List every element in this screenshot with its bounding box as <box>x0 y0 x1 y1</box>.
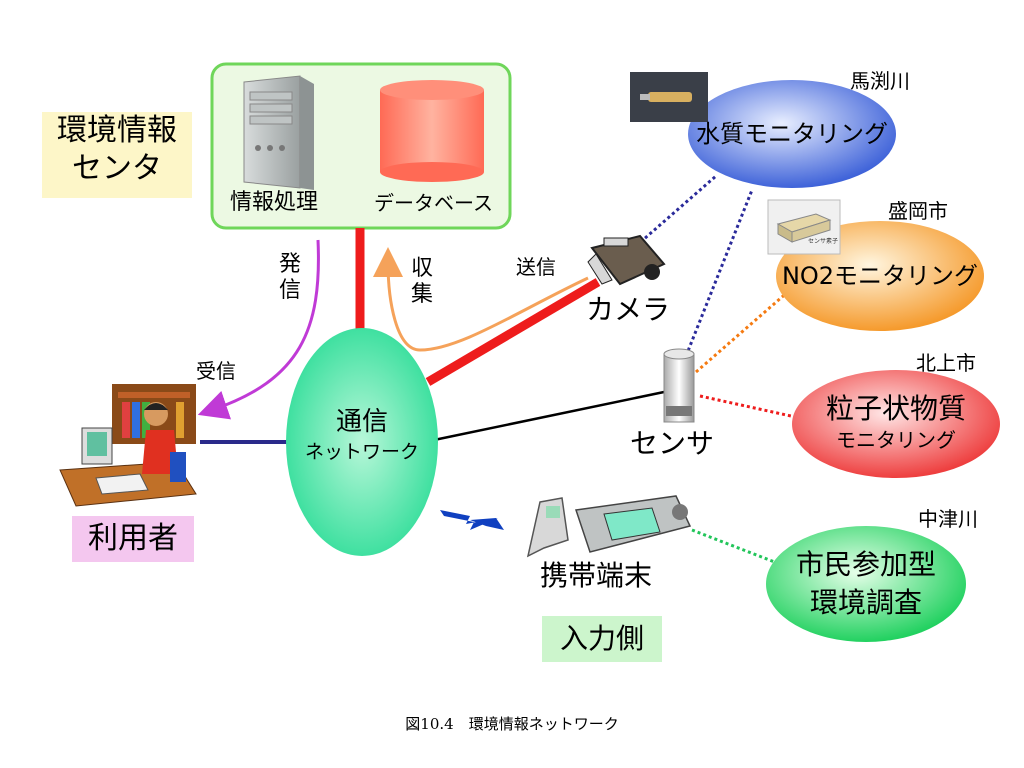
center-label-line2: センタ <box>72 151 162 186</box>
pm-monitor-node <box>792 370 1000 478</box>
no2-sensor-photo <box>767 199 841 255</box>
link-camera-water <box>635 174 717 248</box>
camera-label: カメラ <box>586 293 671 326</box>
water-location-label: 馬渕川 <box>850 69 910 93</box>
server-icon <box>243 75 314 190</box>
send-arrow <box>197 239 320 420</box>
no2-location-label: 盛岡市 <box>888 199 948 223</box>
receive-label: 受信 <box>196 359 236 383</box>
water-sensor-photo <box>630 72 708 122</box>
camera-send-label: 送信 <box>516 255 556 279</box>
wireless-signal-icon <box>440 510 498 530</box>
pda-icon <box>575 495 692 553</box>
mobile-label: 携帯端末 <box>540 559 653 592</box>
server-label: 情報処理 <box>230 190 319 215</box>
no2-monitor-label: NO2モニタリング <box>781 262 979 290</box>
database-label: データベース <box>374 191 493 215</box>
link-network-camera <box>425 278 601 386</box>
network-label: 通信 ネットワーク <box>292 406 432 466</box>
network-label-line2: ネットワーク <box>304 441 419 463</box>
user-label: 利用者 <box>72 516 194 562</box>
wireless-signal-icon-2 <box>470 518 504 530</box>
pm-monitor-line2: モニタリング <box>836 428 956 452</box>
figure-caption: 図10.4 環境情報ネットワーク <box>405 715 619 733</box>
pm-monitor-label: 粒子状物質 モニタリング <box>792 392 1000 454</box>
network-node <box>286 328 438 556</box>
citizen-location-label: 中津川 <box>918 507 978 531</box>
sensor-label: センサ <box>630 427 715 460</box>
sensor-chip-label: センサ素子 <box>808 238 839 245</box>
citizen-survey-label: 市民参加型 環境調査 <box>766 546 966 622</box>
network-label-line1: 通信 <box>335 407 388 437</box>
input-side-label: 入力側 <box>542 616 662 662</box>
send-label-char2: 信 <box>278 278 301 303</box>
center-label-line1: 環境情報 <box>57 113 177 148</box>
collect-arrow <box>373 247 589 352</box>
database-icon <box>380 80 484 182</box>
send-label-char1: 発 <box>278 252 301 277</box>
collect-label-char1: 収 <box>410 256 433 281</box>
water-monitor-label: 水質モニタリング <box>696 120 888 148</box>
citizen-survey-line2: 環境調査 <box>809 586 922 619</box>
collect-label-char2: 集 <box>410 282 433 307</box>
link-sensor-pm <box>699 394 801 420</box>
send-label: 発 信 <box>278 252 302 304</box>
sensor-icon <box>663 348 695 423</box>
pm-location-label: 北上市 <box>916 351 976 375</box>
citizen-survey-line1: 市民参加型 <box>795 548 936 581</box>
mobile-phone-icon <box>526 497 569 558</box>
citizen-survey-node <box>766 526 966 642</box>
link-sensor-no2 <box>695 288 791 374</box>
pm-monitor-line1: 粒子状物質 <box>825 392 966 425</box>
link-network-sensor <box>433 390 665 442</box>
collect-label: 収 集 <box>410 256 434 308</box>
camera-icon <box>587 234 666 286</box>
water-monitor-node <box>688 80 896 188</box>
user-desk-illustration <box>59 384 197 507</box>
center-label-box: 環境情報 センタ <box>42 112 192 198</box>
